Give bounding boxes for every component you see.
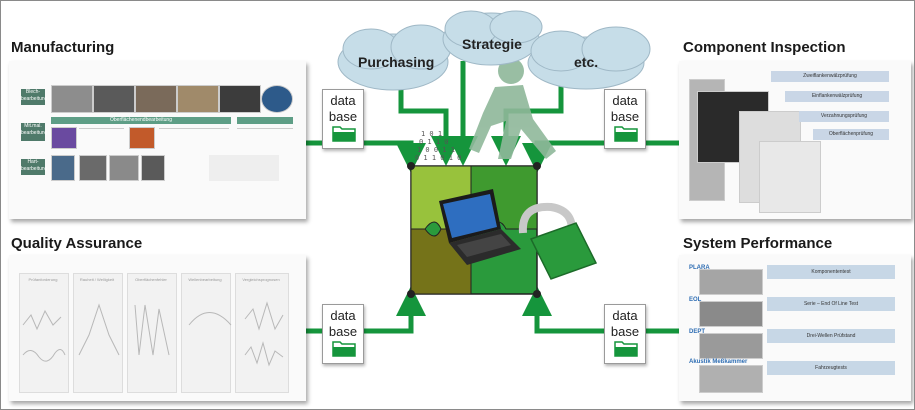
image-thumbnail xyxy=(51,155,75,181)
system-tag: Serie – End Of Line Test xyxy=(767,297,895,311)
qa-column-label: Rauheit / Welligkeit xyxy=(79,277,115,282)
qa-column xyxy=(181,273,231,393)
qa-column xyxy=(19,273,69,393)
svg-text:1 0 1: 1 0 1 xyxy=(421,130,442,138)
qa-column-label: Prüfanforderung xyxy=(28,277,58,282)
database-box-inspection: data base xyxy=(604,89,646,149)
database-box-manufacturing: data base xyxy=(322,89,364,149)
padlock-icon xyxy=(518,202,598,280)
cloud-label-strategie: Strategie xyxy=(462,36,522,52)
inspection-tag: Verzahnungsprüfung xyxy=(799,111,889,122)
table-header-bar xyxy=(51,117,231,124)
machine-image xyxy=(759,141,821,213)
manufacturing-row-label: Blech-bearbeitung xyxy=(21,89,47,105)
system-performance-panel: PLARA Komponententest EOL Serie – End Of… xyxy=(679,255,911,401)
laptop-icon xyxy=(439,189,521,265)
database-box-system: data base xyxy=(604,304,646,364)
section-title-manufacturing: Manufacturing xyxy=(11,39,115,56)
table-cell xyxy=(159,128,229,149)
qa-signal-graphics xyxy=(22,301,284,367)
qa-column xyxy=(127,273,177,393)
system-logo: PLARA xyxy=(689,265,710,271)
test-rig-image xyxy=(699,365,763,393)
database-label-line2: base xyxy=(328,109,358,124)
inspection-tag: Zweiflankenwälzprüfung xyxy=(771,71,889,82)
manufacturing-row-label: Mit.mal. bearbeitung xyxy=(21,123,47,141)
system-tag: Drei-Wellen Prüfstand xyxy=(767,329,895,343)
database-label-line1: data xyxy=(612,308,638,323)
qa-column xyxy=(73,273,123,393)
table-header-label: Oberflächenendbearbeitung xyxy=(110,117,172,123)
qa-column xyxy=(235,273,289,393)
table-cell xyxy=(237,128,293,149)
qa-column-label: Oberflächenfehler xyxy=(135,277,167,282)
image-thumbnail xyxy=(129,127,155,149)
arrow-purchasing-to-hub xyxy=(398,89,461,166)
quality-assurance-panel: Prüfanforderung Rauheit / Welligkeit Obe… xyxy=(9,255,306,401)
folder-icon xyxy=(614,126,638,142)
database-box-quality: data base xyxy=(322,304,364,364)
inspection-tag: Oberflächenprüfung xyxy=(813,129,889,140)
image-thumbnail xyxy=(135,85,177,113)
table-cell xyxy=(79,128,124,149)
image-thumbnail xyxy=(79,155,107,181)
manufacturing-panel: Blech-bearbeitung Mit.mal. bearbeitung H… xyxy=(9,61,306,219)
cloud-label-purchasing: Purchasing xyxy=(358,54,435,70)
section-title-quality-assurance: Quality Assurance xyxy=(11,235,143,252)
database-label-line1: data xyxy=(612,93,638,108)
database-label-line2: base xyxy=(610,324,640,339)
system-tag: Fahrzeugtests xyxy=(767,361,895,375)
inspection-tag: Einflankenwälzprüfung xyxy=(785,91,889,102)
image-thumbnail xyxy=(261,85,293,113)
image-thumbnail xyxy=(93,85,135,113)
svg-text:0 1 1 0: 0 1 1 0 xyxy=(419,138,449,146)
database-label-line2: base xyxy=(610,109,640,124)
system-tag: Komponententest xyxy=(767,265,895,279)
svg-text:0 1 1 0 1 0: 0 1 1 0 1 0 xyxy=(415,154,461,162)
system-logo: EOL xyxy=(689,297,702,303)
folder-icon xyxy=(332,126,356,142)
folder-icon xyxy=(332,341,356,357)
image-thumbnail xyxy=(141,155,165,181)
image-thumbnail xyxy=(51,85,93,113)
system-logo: Akustik Meßkammer xyxy=(689,359,748,365)
cloud-cluster xyxy=(337,10,651,91)
image-thumbnail xyxy=(177,85,219,113)
image-thumbnail xyxy=(51,127,77,149)
table-header-bar xyxy=(237,117,293,124)
test-rig-image xyxy=(699,333,763,359)
database-label-line1: data xyxy=(330,308,356,323)
test-rig-image xyxy=(699,269,763,295)
folder-icon xyxy=(614,341,638,357)
world-map-watermark xyxy=(209,155,279,181)
manufacturing-row-label: Hart-bearbeitung xyxy=(21,159,47,175)
test-rig-image xyxy=(699,301,763,327)
binary-data-icon: 1 0 1 0 1 1 0 1 0 0 1 1 0 1 1 0 1 0 xyxy=(415,130,461,162)
database-label-line1: data xyxy=(330,93,356,108)
svg-text:1 0 0 1 1: 1 0 0 1 1 xyxy=(417,146,455,154)
database-label-line2: base xyxy=(328,324,358,339)
cloud-label-etc: etc. xyxy=(574,54,599,70)
component-inspection-panel: Zweiflankenwälzprüfung Einflankenwälzprü… xyxy=(679,61,911,219)
image-thumbnail xyxy=(219,85,261,113)
qa-column-label: Vergleichsprognosen xyxy=(242,277,280,282)
system-logo: DEPT xyxy=(689,329,706,335)
qa-column-label: Wellenbearbeitung xyxy=(188,277,222,282)
image-thumbnail xyxy=(109,155,139,181)
section-title-component-inspection: Component Inspection xyxy=(683,39,846,56)
section-title-system-performance: System Performance xyxy=(683,235,833,252)
